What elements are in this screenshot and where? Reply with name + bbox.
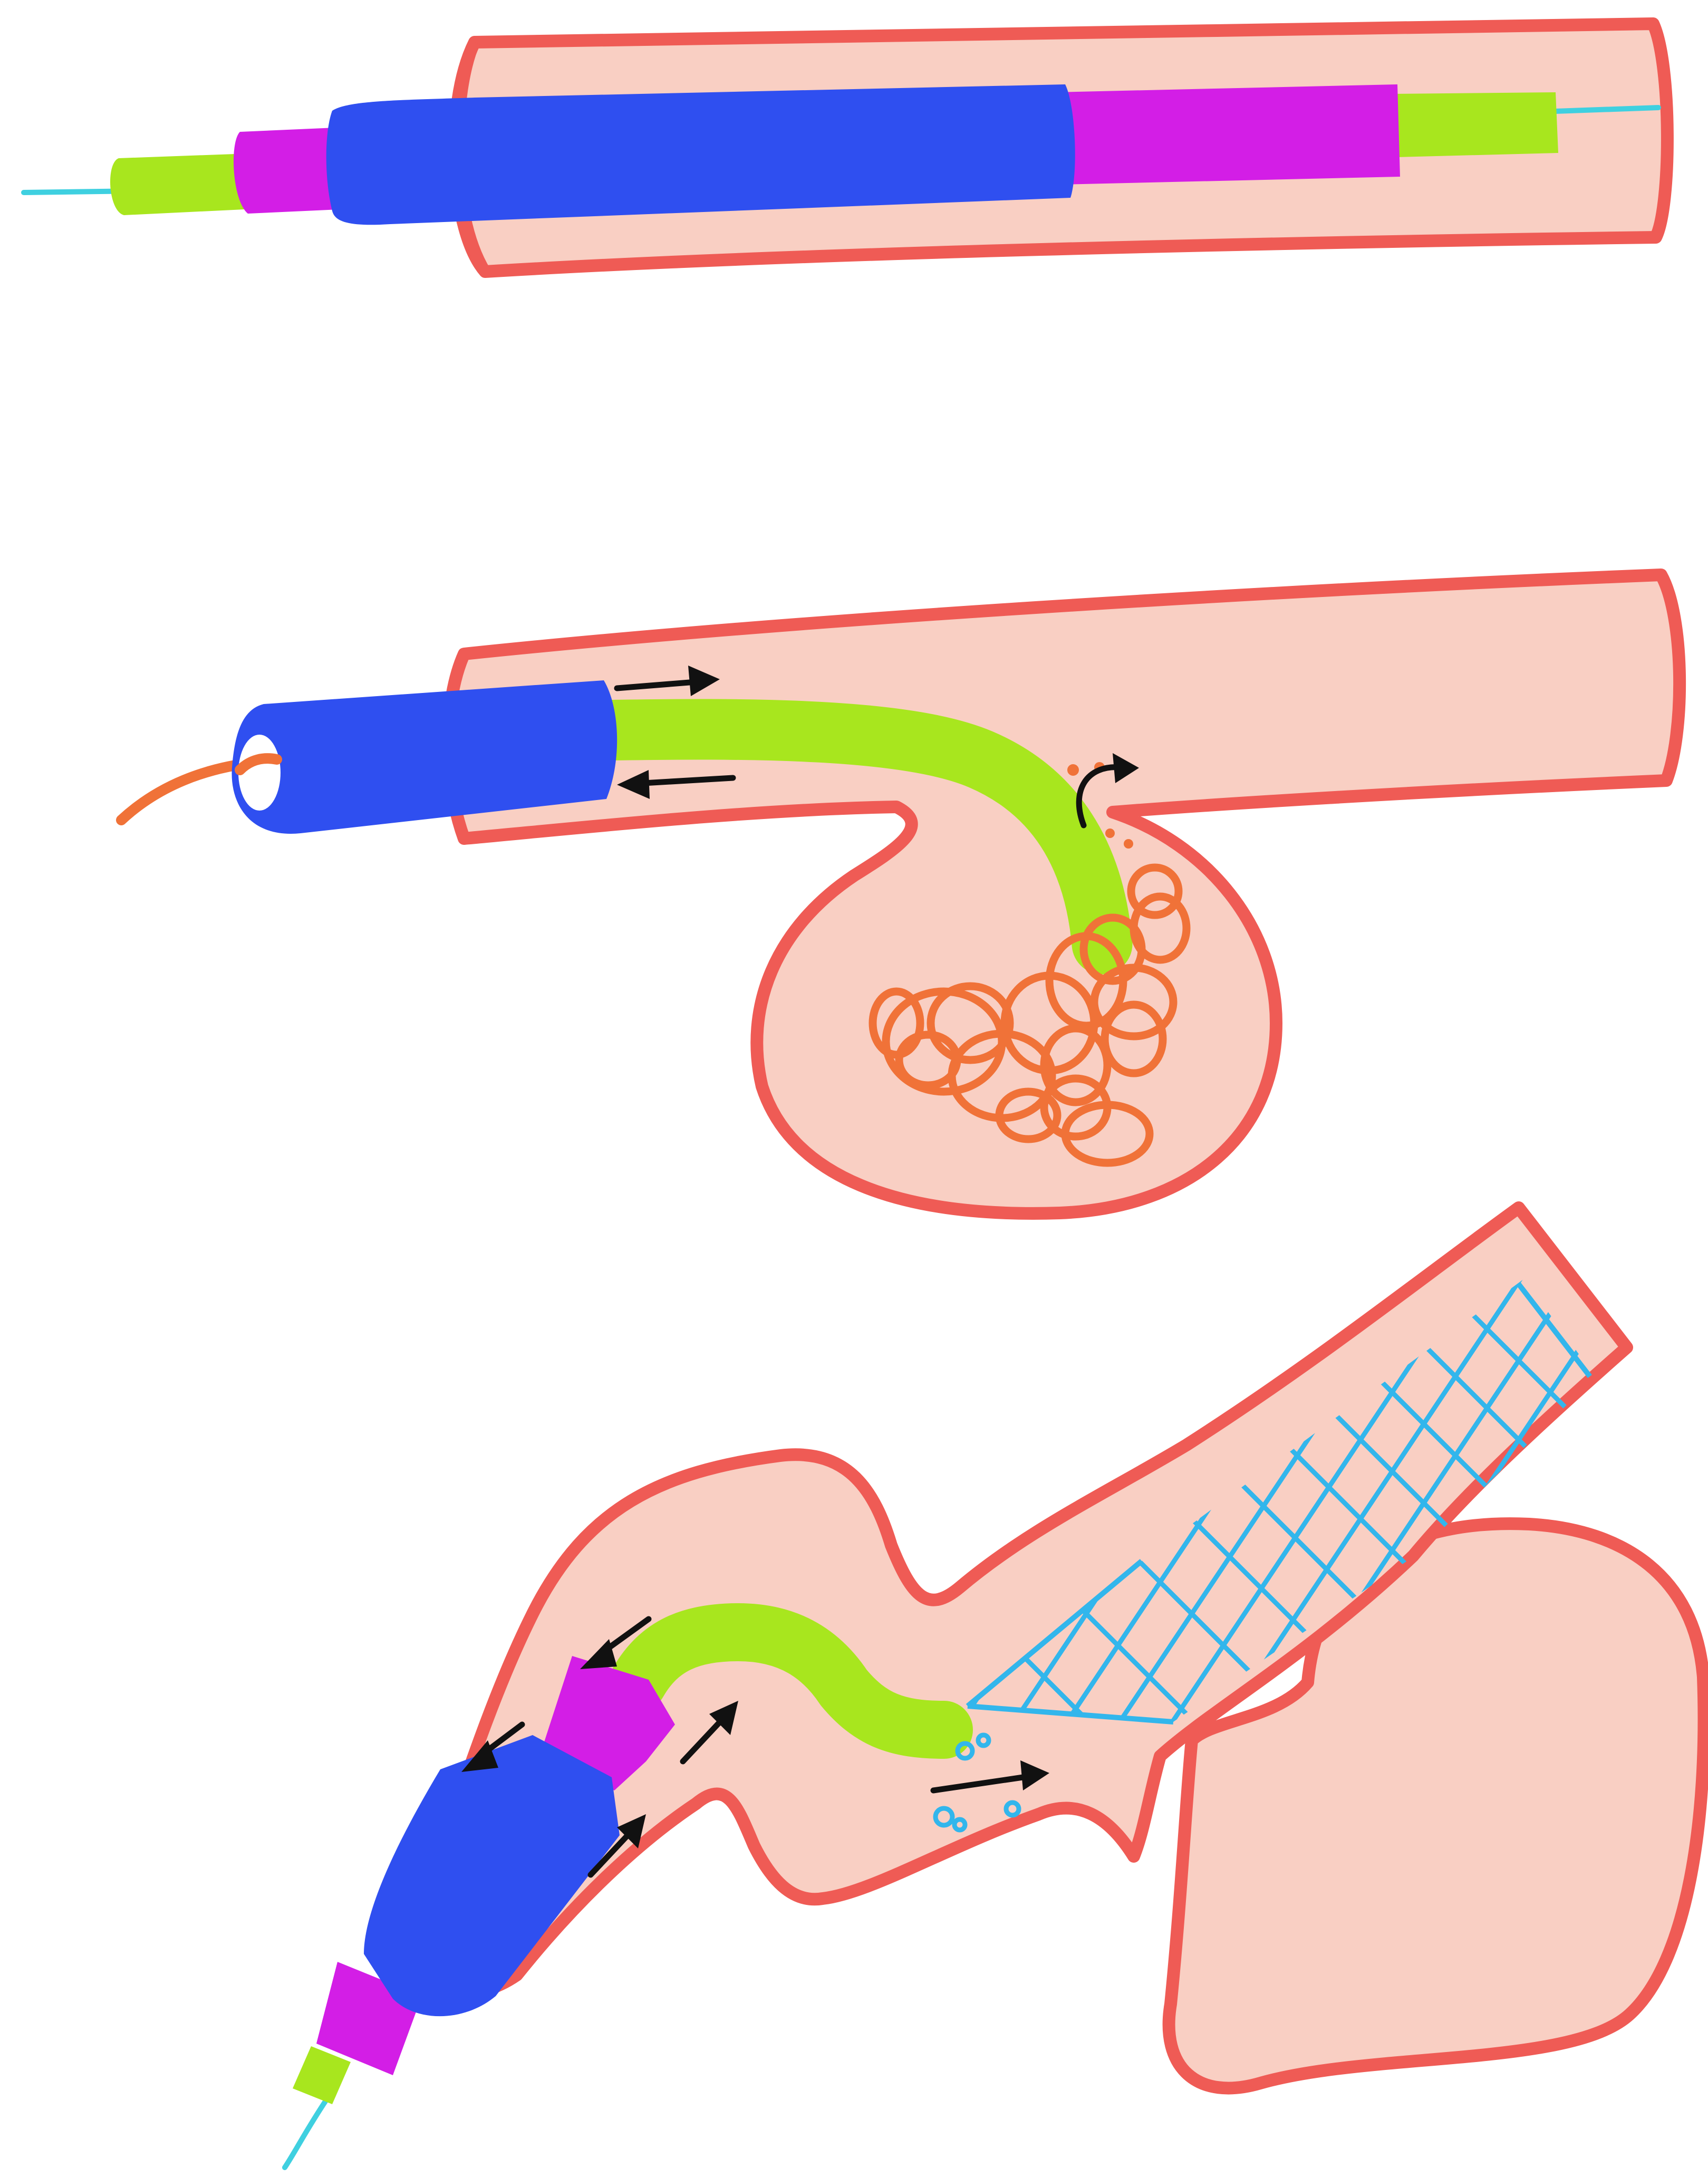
panel-aneurysm-coiling xyxy=(121,575,1680,1213)
microcatheter xyxy=(1392,92,1558,157)
microcatheter xyxy=(293,2046,351,2104)
panel-straight-vessel xyxy=(24,24,1667,272)
guide-catheter xyxy=(364,1735,620,2016)
panel-stent-assisted xyxy=(285,1107,1708,2168)
guidewire xyxy=(285,2099,327,2168)
intermediate-catheter xyxy=(1055,84,1400,185)
